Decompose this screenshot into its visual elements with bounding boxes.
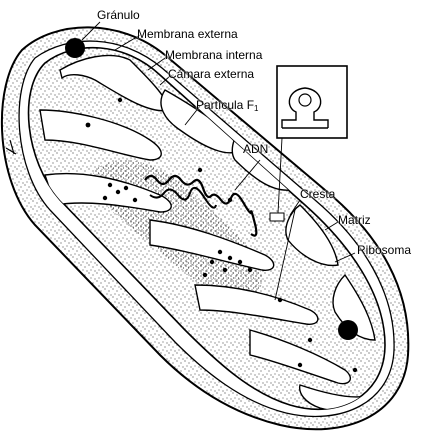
label-matriz: Matriz xyxy=(338,213,371,227)
label-adn: ADN xyxy=(243,142,268,156)
f1-inset xyxy=(277,66,347,138)
granule-top xyxy=(65,38,85,58)
label-membrana-externa: Membrana externa xyxy=(137,27,238,41)
label-camara-externa: Cámara externa xyxy=(168,67,254,81)
label-particula-f-subscript: 1 xyxy=(254,104,258,113)
label-particula-f: Partícula F1 xyxy=(196,98,258,116)
label-ribosoma: Ribosoma xyxy=(357,243,411,257)
label-membrana-interna: Membrana interna xyxy=(165,48,262,62)
f1-particle-mark xyxy=(270,213,284,221)
label-cresta: Cresta xyxy=(300,187,335,201)
label-granulo: Gránulo xyxy=(97,8,140,22)
granule-bottom xyxy=(338,320,358,340)
label-particula-f-text: Partícula F xyxy=(196,98,254,112)
